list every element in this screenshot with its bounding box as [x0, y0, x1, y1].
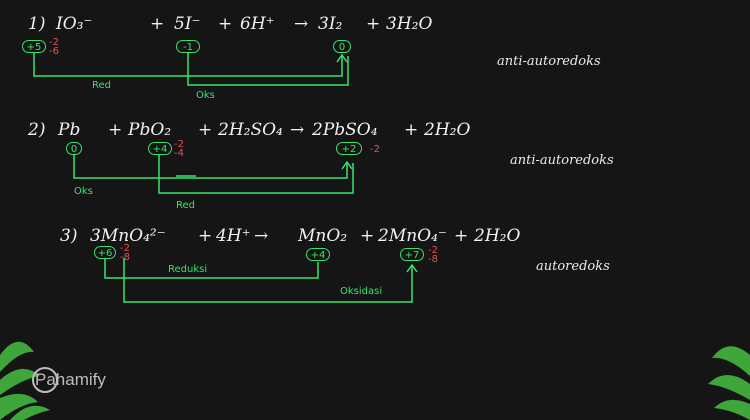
eq1-oks-bracket [187, 52, 349, 86]
eq1-type: anti-autoredoks [497, 54, 601, 69]
eq2-type: anti-autoredoks [510, 153, 614, 168]
eq1-term-5: 6H⁺ [240, 14, 275, 34]
eq2-term-6: 2PbSO₄ [312, 120, 378, 140]
eq2-term-7: + [404, 120, 419, 140]
eq3-arrow: → [254, 226, 269, 246]
eq2-arrow: → [290, 120, 305, 140]
eq2-label-oks: Oks [74, 186, 93, 197]
eq3-term-5: + [360, 226, 375, 246]
logo-text: Pahamify [35, 370, 106, 389]
eq1-oxygen-mark-2: -6 [49, 46, 59, 57]
eq3-type: autoredoks [536, 259, 610, 274]
eq1-term-2: + [150, 14, 165, 34]
eq3-oxygen-mark-4: -8 [428, 254, 438, 265]
eq1-term-6: 3I₂ [318, 14, 343, 34]
eq1-term-3: 5I⁻ [174, 14, 201, 34]
eq3-oxygen-mark-2: -8 [120, 252, 130, 263]
eq2-arrowhead [341, 160, 353, 170]
eq3-ox-state-mno4: +7 [400, 248, 424, 261]
eq3-label-reduksi: Reduksi [168, 264, 208, 275]
eq3-label-oksidasi: Oksidasi [340, 286, 383, 297]
eq2-term-1: Pb [58, 120, 81, 140]
eq1-ox-state-io3: +5 [22, 40, 46, 53]
eq2-term-3: PbO₂ [128, 120, 172, 140]
eq3-oks-bracket [123, 258, 413, 303]
eq3-oxygen-mark-1: -2 [120, 243, 130, 254]
eq2-oks-bracket [73, 155, 348, 179]
logo-mark-icon [32, 367, 58, 393]
eq1-number: 1) [28, 14, 46, 34]
eq1-ox-state-i2: 0 [333, 40, 351, 53]
eq1-label-red: Red [92, 80, 111, 91]
eq1-term-7: + [366, 14, 381, 34]
eq2-oxygen-mark-3: -2 [370, 144, 380, 155]
eq3-term-1: 3MnO₄²⁻ [90, 226, 166, 246]
eq3-term-7: + [454, 226, 469, 246]
eq3-term-2: + [198, 226, 213, 246]
eq3-term-4: MnO₂ [298, 226, 348, 246]
eq2-ox-state-pb: 0 [66, 142, 82, 155]
eq3-number: 3) [60, 226, 78, 246]
eq2-oxygen-mark-2: -4 [174, 148, 184, 159]
eq1-ox-state-i: -1 [176, 40, 200, 53]
eq3-arrowhead [406, 263, 418, 273]
eq3-term-8: 2H₂O [474, 226, 521, 246]
eq2-ox-state-pbo2: +4 [148, 142, 172, 155]
eq1-label-oks: Oks [196, 90, 215, 101]
eq2-term-8: 2H₂O [424, 120, 471, 140]
eq3-ox-state-mno2: +4 [306, 248, 330, 261]
eq2-term-2: + [108, 120, 123, 140]
eq2-red-bracket [158, 155, 354, 194]
eq1-arrowhead [336, 53, 348, 63]
eq3-ox-state-mno4-2: +6 [94, 246, 116, 259]
eq2-label-red: Red [176, 200, 195, 211]
eq2-ox-state-pbso4: +2 [336, 142, 362, 155]
eq1-term-8: 3H₂O [386, 14, 433, 34]
eq2-number: 2) [28, 120, 46, 140]
eq1-oxygen-mark-1: -2 [49, 37, 59, 48]
plant-right-icon [708, 346, 750, 420]
eq2-oxygen-mark-1: -2 [174, 139, 184, 150]
eq3-term-3: 4H⁺ [216, 226, 251, 246]
eq3-term-6: 2MnO₄⁻ [378, 226, 447, 246]
eq2-term-4: + [198, 120, 213, 140]
eq2-term-5: 2H₂SO₄ [218, 120, 283, 140]
eq1-term-4: + [218, 14, 233, 34]
eq1-arrow: → [294, 14, 309, 34]
eq3-oxygen-mark-3: -2 [428, 245, 438, 256]
plant-left-icon [0, 341, 50, 420]
eq3-red-bracket [104, 258, 319, 279]
eq1-term-1: IO₃⁻ [56, 14, 93, 34]
